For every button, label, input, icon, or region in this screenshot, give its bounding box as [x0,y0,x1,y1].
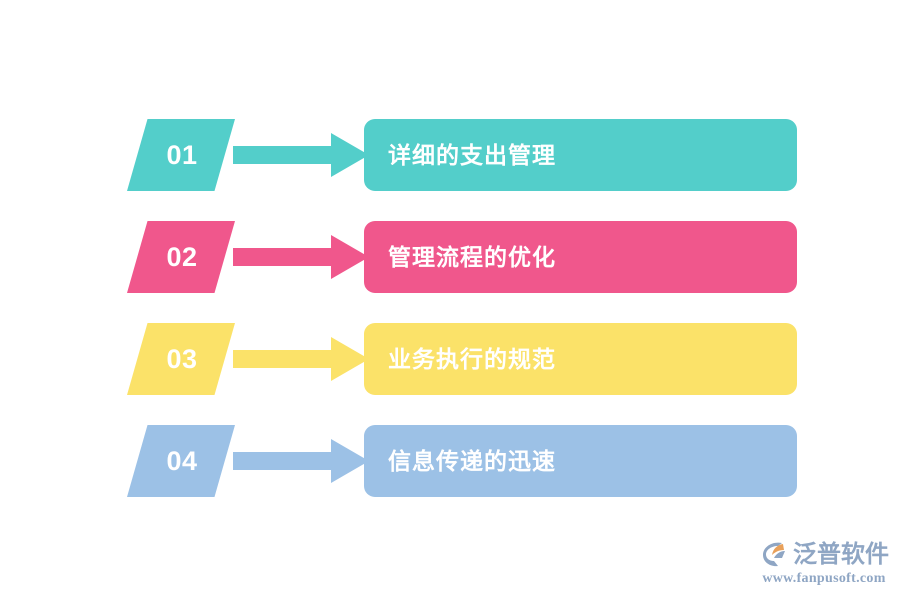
brand-watermark: 泛普软件 www.fanpusoft.com [760,538,889,590]
step-number-badge-04[interactable]: 04 [127,425,235,497]
right-block-arrow-icon [233,337,369,381]
step-number-badge-02[interactable]: 02 [127,221,235,293]
step-row: 03 业务执行的规范 [0,323,900,395]
right-block-arrow-icon [233,235,369,279]
brand-url-text: www.fanpusoft.com [762,571,886,586]
step-row: 01 详细的支出管理 [0,119,900,191]
right-block-arrow-icon [233,439,369,483]
step-card-03[interactable]: 业务执行的规范 [364,323,797,395]
step-number-text: 03 [166,343,198,374]
step-card-02[interactable]: 管理流程的优化 [364,221,797,293]
step-number-text: 02 [166,241,198,272]
step-number-badge-01[interactable]: 01 [127,119,235,191]
step-row: 02 管理流程的优化 [0,221,900,293]
right-block-arrow-icon [233,133,369,177]
step-card-label: 业务执行的规范 [388,345,556,372]
step-number-badge-03[interactable]: 03 [127,323,235,395]
brand-logo-row: 泛普软件 [760,538,889,570]
step-card-01[interactable]: 详细的支出管理 [364,119,797,191]
step-card-label: 信息传递的迅速 [388,447,556,474]
step-card-label: 管理流程的优化 [388,243,556,270]
step-card-label: 详细的支出管理 [388,141,556,168]
step-card-04[interactable]: 信息传递的迅速 [364,425,797,497]
step-row: 04 信息传递的迅速 [0,425,900,497]
step-number-text: 04 [166,445,198,476]
fanpu-swoosh-logo-icon [760,540,790,568]
step-number-text: 01 [166,139,198,170]
brand-name-text: 泛普软件 [793,540,889,568]
